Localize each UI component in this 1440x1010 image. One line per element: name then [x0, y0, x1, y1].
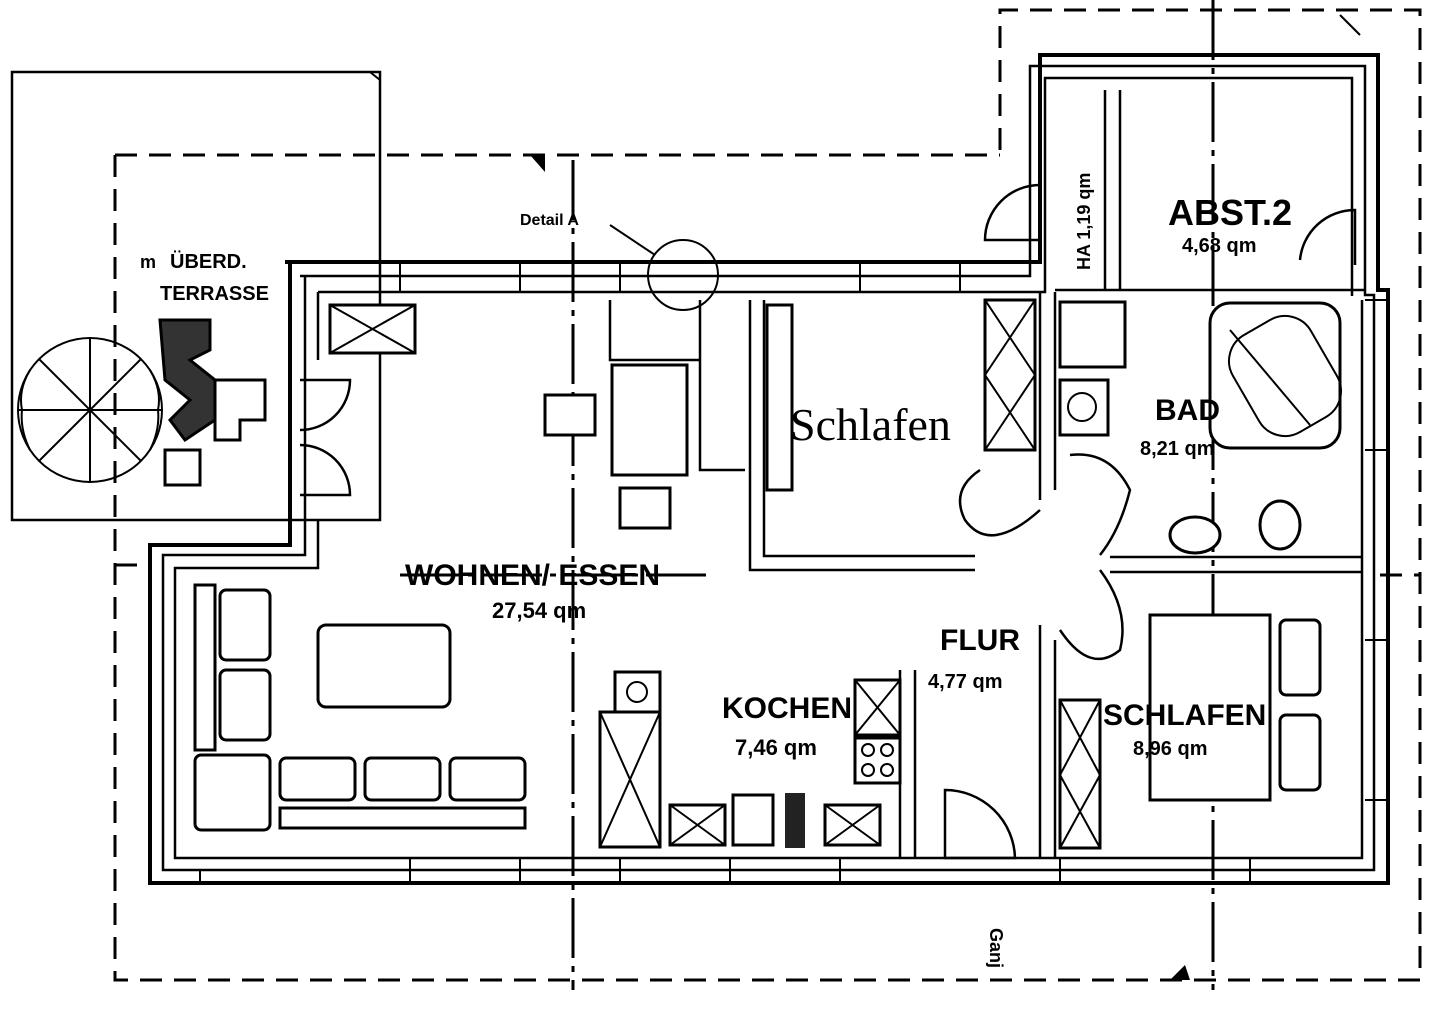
terrace-door [299, 378, 352, 497]
terrace-label-2: TERRASSE [160, 283, 269, 305]
exterior-walls [148, 53, 1390, 885]
kitchen-units [598, 670, 902, 849]
flur-area: 4,77 qm [928, 671, 1002, 693]
abst-area: 4,68 qm [1182, 235, 1256, 257]
ha-label: HA 1,19 qm [1074, 173, 1094, 270]
kochen-name: KOCHEN [722, 692, 852, 725]
bad-area: 8,21 qm [1140, 438, 1214, 460]
sun-umbrella [17, 337, 163, 483]
terrace-chairs [158, 318, 267, 487]
sofa-set [193, 583, 527, 832]
flur-name: FLUR [940, 624, 1020, 657]
schlafen2-area: 8,96 qm [1133, 738, 1207, 760]
terrace-prefix: m [140, 252, 156, 272]
hall-doors [943, 453, 1132, 860]
detail-label: Detail A [520, 212, 579, 229]
schlafen2-name: SCHLAFEN [1103, 699, 1266, 732]
abst-name: ABST.2 [1168, 192, 1292, 233]
terrace [10, 70, 382, 522]
section-arrows [530, 14, 1361, 980]
schlafen-main-label: Schlafen [790, 399, 951, 450]
dining-set [543, 363, 689, 530]
axis-lines [400, 0, 1215, 990]
entrance-mark: Ganj [986, 928, 1006, 968]
bath-fixtures [1058, 300, 1342, 555]
wohnen-name: WOHNEN/ ESSEN [405, 559, 660, 592]
kochen-area: 7,46 qm [735, 735, 817, 760]
terrace-label-1: ÜBERD. [170, 250, 247, 273]
chimney [328, 303, 417, 355]
storage-doors [983, 183, 1357, 265]
wohnen-area: 27,54 qm [492, 598, 586, 623]
detail-a-marker [609, 224, 719, 311]
bedroom2-furniture [1058, 613, 1322, 850]
windows [199, 262, 1388, 883]
bad-name: BAD [1155, 394, 1220, 427]
bedroom-furniture [765, 298, 1037, 492]
